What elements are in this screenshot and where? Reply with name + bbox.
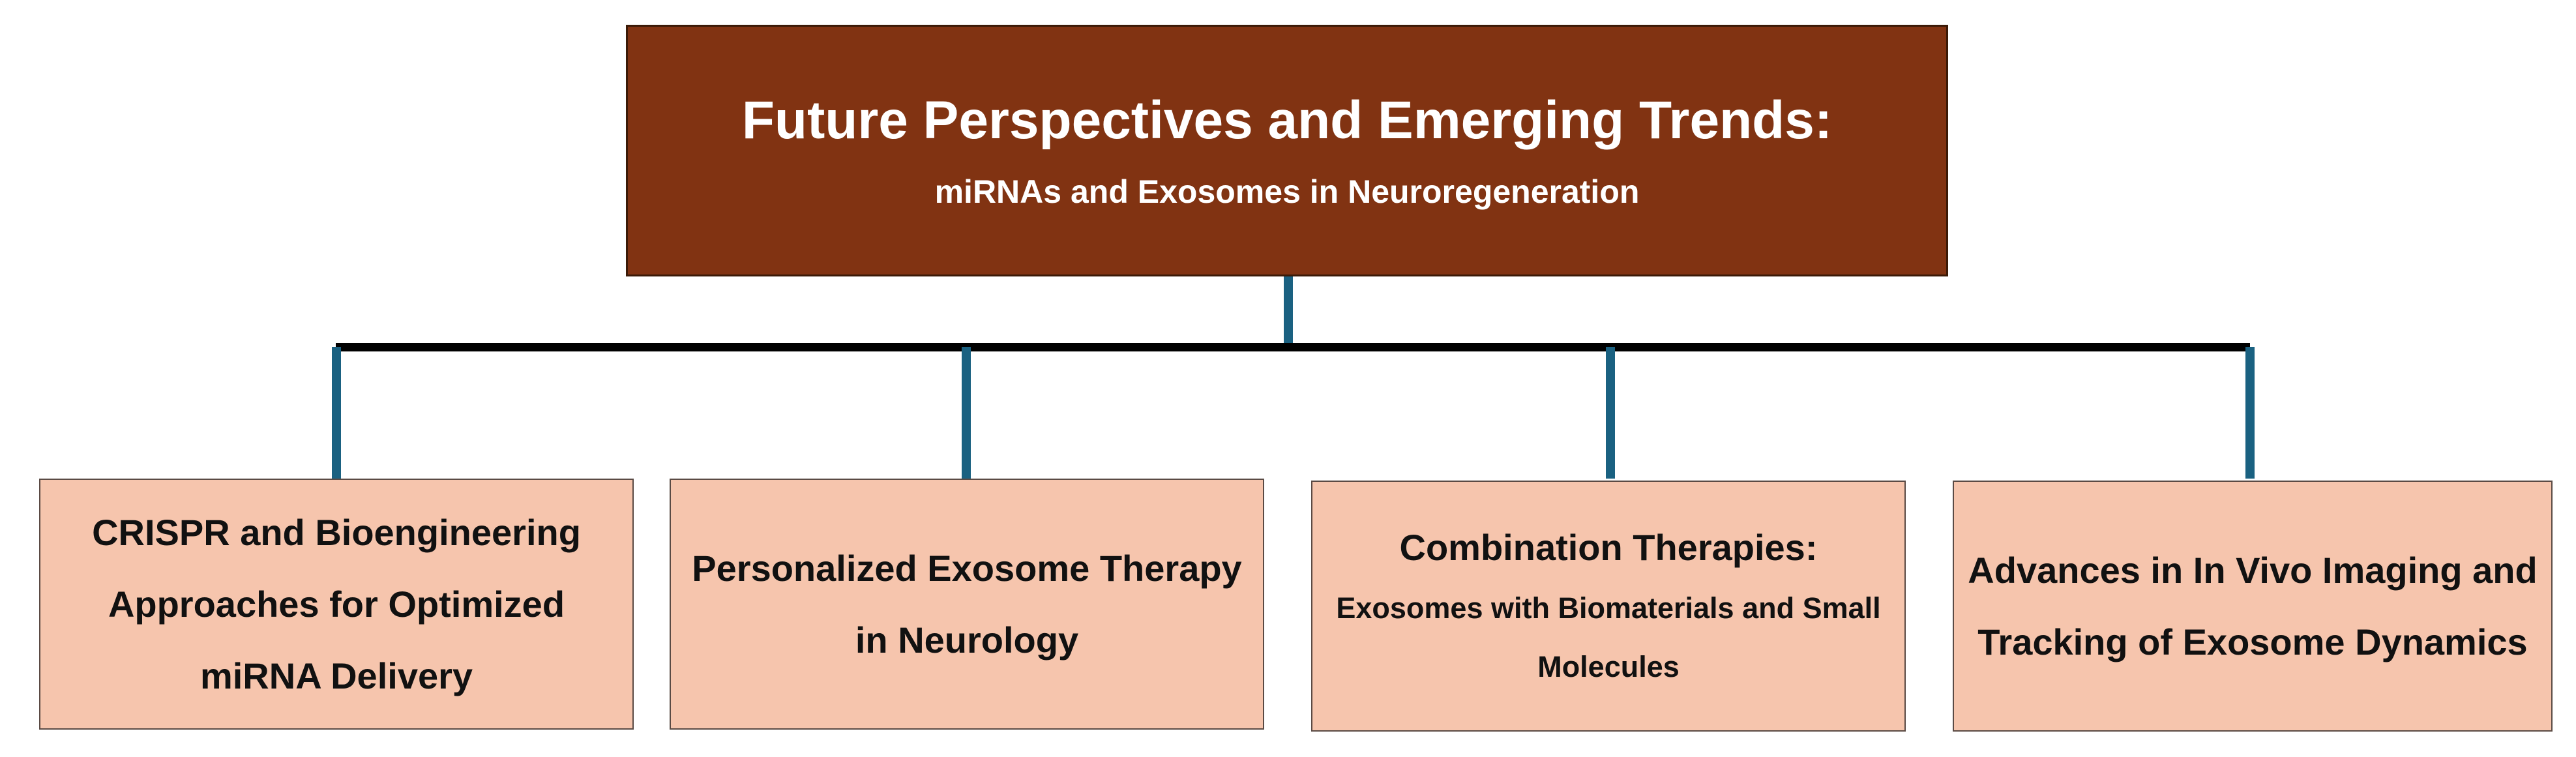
child-connector-4 xyxy=(2245,347,2255,479)
child-node-line: CRISPR and Bioengineering xyxy=(92,511,581,553)
root-connector xyxy=(1284,276,1293,347)
child-node-subline: Exosomes with Biomaterials and Small xyxy=(1336,591,1881,625)
child-node-combination-therapies: Combination Therapies: Exosomes with Bio… xyxy=(1311,481,1906,732)
child-node-line: miRNA Delivery xyxy=(200,655,473,696)
child-node-line: Approaches for Optimized xyxy=(108,583,565,625)
child-node-line: Tracking of Exosome Dynamics xyxy=(1977,621,2528,662)
child-node-subline: Molecules xyxy=(1537,649,1680,683)
child-connector-3 xyxy=(1606,347,1615,479)
child-node-in-vivo-imaging: Advances in In Vivo Imaging and Tracking… xyxy=(1953,481,2553,732)
child-connector-2 xyxy=(962,347,971,479)
root-subtitle: miRNAs and Exosomes in Neuroregeneration xyxy=(934,173,1640,211)
root-title: Future Perspectives and Emerging Trends: xyxy=(741,91,1833,151)
child-connector-1 xyxy=(332,347,341,479)
child-node-line: Combination Therapies: xyxy=(1399,526,1818,568)
branch-bus-line xyxy=(336,343,2250,351)
child-node-line: Personalized Exosome Therapy xyxy=(692,547,1242,589)
child-node-crispr-bioengineering: CRISPR and Bioengineering Approaches for… xyxy=(39,479,634,730)
child-node-line: in Neurology xyxy=(855,619,1079,661)
child-node-personalized-exosome-therapy: Personalized Exosome Therapy in Neurolog… xyxy=(670,479,1264,730)
root-node: Future Perspectives and Emerging Trends:… xyxy=(626,25,1948,276)
child-node-line: Advances in In Vivo Imaging and xyxy=(1968,549,2538,591)
